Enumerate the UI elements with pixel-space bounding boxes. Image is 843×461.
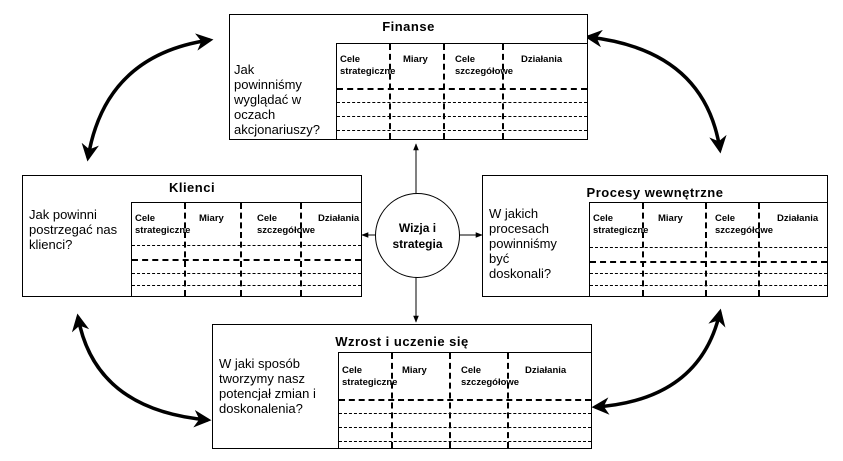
- center-vision-strategy: Wizja i strategia: [375, 193, 460, 278]
- arc-klienci-finanse: [81, 33, 214, 162]
- procesy-question: W jakich procesach powinniśmy być doskon…: [489, 206, 557, 281]
- col-dzialania: Działania: [521, 54, 563, 65]
- arc-finanse-procesy: [584, 29, 727, 154]
- box-wzrost: Wzrost i uczenie się W jaki sposób tworz…: [212, 324, 592, 449]
- col-miary: Miary: [403, 54, 428, 65]
- box-finanse: Finanse Jak powinniśmy wyglądać w oczach…: [229, 14, 588, 140]
- wzrost-question: W jaki sposób tworzymy nasz potencjał zm…: [219, 356, 316, 416]
- finanse-title: Finanse: [382, 19, 435, 34]
- wzrost-title: Wzrost i uczenie się: [335, 334, 469, 349]
- arc-procesy-wzrost: [591, 308, 726, 415]
- procesy-title: Procesy wewnętrzne: [586, 185, 724, 200]
- klienci-title: Klienci: [168, 180, 216, 195]
- finanse-question: Jak powinniśmy wyglądać w oczach akcjona…: [234, 62, 320, 137]
- box-klienci: Klienci Jak powinni postrzegać nas klien…: [22, 175, 362, 297]
- klienci-question: Jak powinni postrzegać nas klienci?: [29, 207, 118, 252]
- arc-wzrost-klienci: [71, 313, 212, 428]
- box-procesy: Procesy wewnętrzne W jakich procesach po…: [482, 175, 828, 297]
- center-line-1: Wizja i: [398, 220, 437, 235]
- center-line-2: strategia: [392, 236, 443, 251]
